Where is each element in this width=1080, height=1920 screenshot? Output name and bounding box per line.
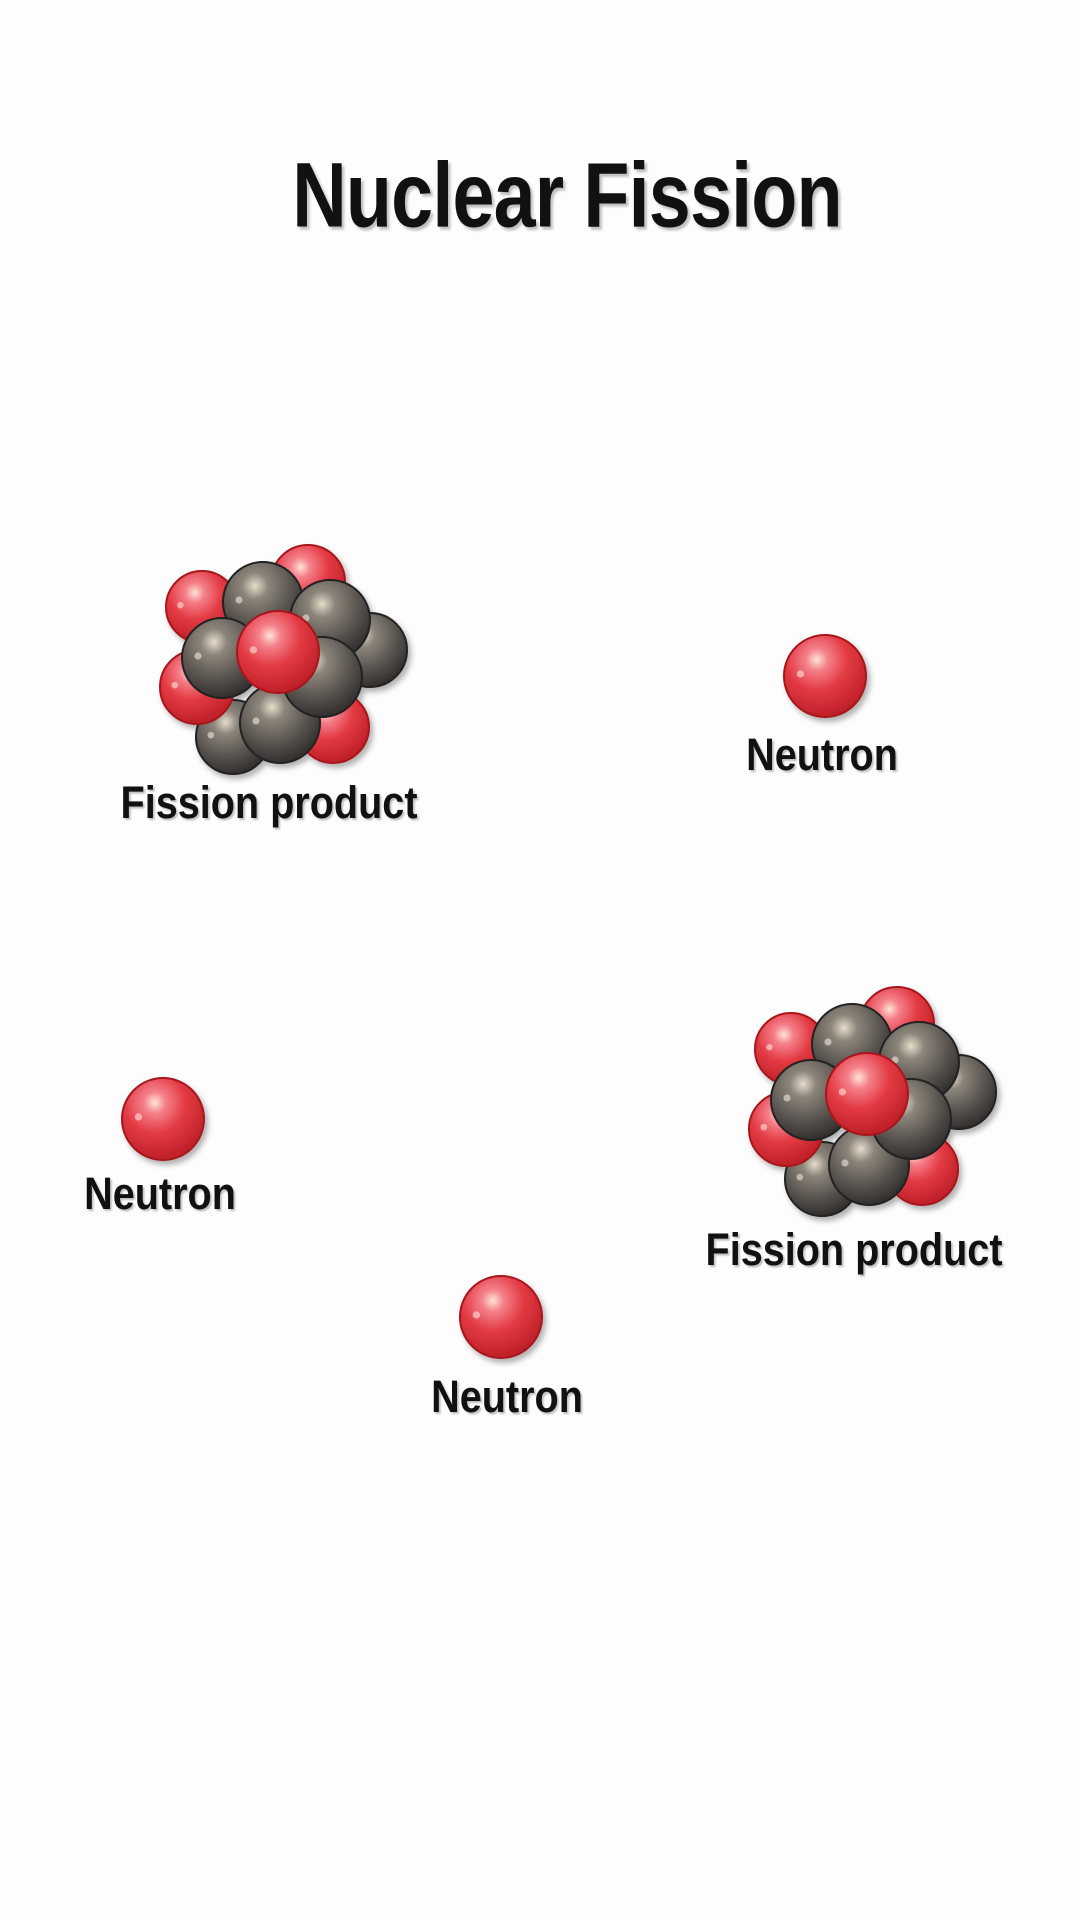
fission-product-nucleus-2 (748, 986, 997, 1217)
fission-product-label-2: Fission product (705, 1224, 1003, 1275)
neutron-3 (459, 1275, 543, 1359)
fission-product-nucleus-1 (159, 544, 408, 775)
neutron-2 (121, 1077, 205, 1161)
fission-product-label-1: Fission product (120, 777, 418, 828)
neutron-label-2: Neutron (84, 1168, 236, 1219)
neutron-sphere (236, 610, 320, 694)
page-title: Nuclear Fission (292, 144, 842, 247)
neutron-1 (783, 634, 867, 718)
neutron-label-1: Neutron (746, 729, 898, 780)
neutron-sphere (825, 1052, 909, 1136)
neutron-label-3: Neutron (431, 1371, 583, 1422)
